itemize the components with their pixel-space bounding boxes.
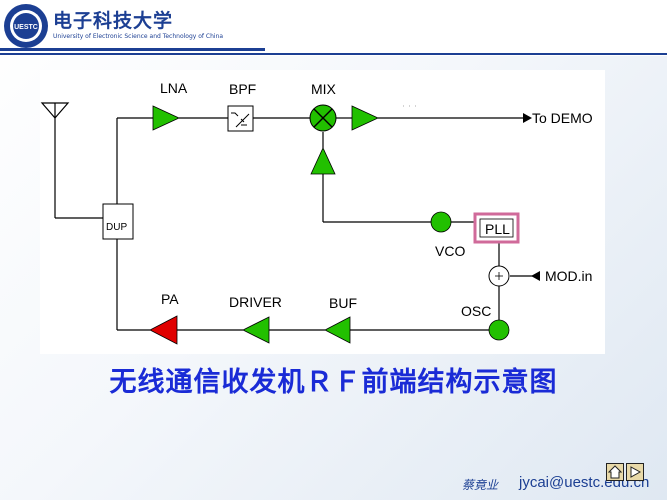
university-logo: UESTC — [4, 4, 48, 48]
mod-in-arrow-icon — [531, 271, 540, 281]
mod-in-label: MOD.in — [545, 268, 592, 284]
mix-label: MIX — [311, 81, 337, 97]
lo-amplifier — [310, 147, 336, 175]
dup-block — [102, 203, 134, 240]
mixer-icon — [309, 104, 337, 132]
next-icon — [630, 466, 642, 478]
next-button[interactable] — [626, 463, 644, 481]
osc-label: OSC — [461, 303, 491, 319]
to-demo-label: To DEMO — [532, 110, 593, 126]
pa-amplifier — [149, 315, 178, 345]
if-amplifier — [351, 105, 379, 131]
slide-header: UESTC 电子科技大学 University of Electronic Sc… — [0, 0, 667, 56]
university-name-cn: 电子科技大学 — [53, 10, 174, 32]
dup-label: DUP — [106, 222, 127, 233]
university-name-en: University of Electronic Science and Tec… — [53, 33, 224, 40]
vco-oscillator — [430, 211, 452, 233]
home-icon — [608, 465, 622, 479]
pll-inner — [479, 218, 514, 238]
osc-oscillator — [488, 319, 510, 341]
summer-icon — [488, 265, 510, 287]
header-rule-bottom — [0, 53, 667, 55]
driver-label: DRIVER — [229, 294, 282, 310]
to-demo-arrow-icon — [523, 113, 532, 123]
pll-label: PLL — [485, 221, 510, 237]
home-button[interactable] — [606, 463, 624, 481]
author-signature: 蔡竟业 — [462, 478, 499, 492]
logo-text: UESTC — [14, 24, 38, 31]
diagram-svg: DUP LNA BPF MIX To DEMO VCO PLL — [40, 80, 593, 345]
driver-amplifier — [242, 316, 270, 344]
lna-label: LNA — [160, 80, 188, 96]
rf-frontend-diagram: DUP LNA BPF MIX To DEMO VCO PLL — [40, 70, 605, 354]
header-rule-top — [0, 48, 265, 51]
bpf-label: BPF — [229, 81, 256, 97]
buf-amplifier — [324, 316, 351, 344]
vco-label: VCO — [435, 243, 465, 259]
lna-amplifier — [152, 105, 180, 131]
diagram-caption: 无线通信收发机ＲＦ前端结构示意图 — [109, 367, 558, 398]
bpf-filter-icon — [227, 105, 254, 132]
signal-lines — [40, 102, 540, 331]
pa-label: PA — [161, 291, 179, 307]
buf-label: BUF — [329, 295, 357, 311]
